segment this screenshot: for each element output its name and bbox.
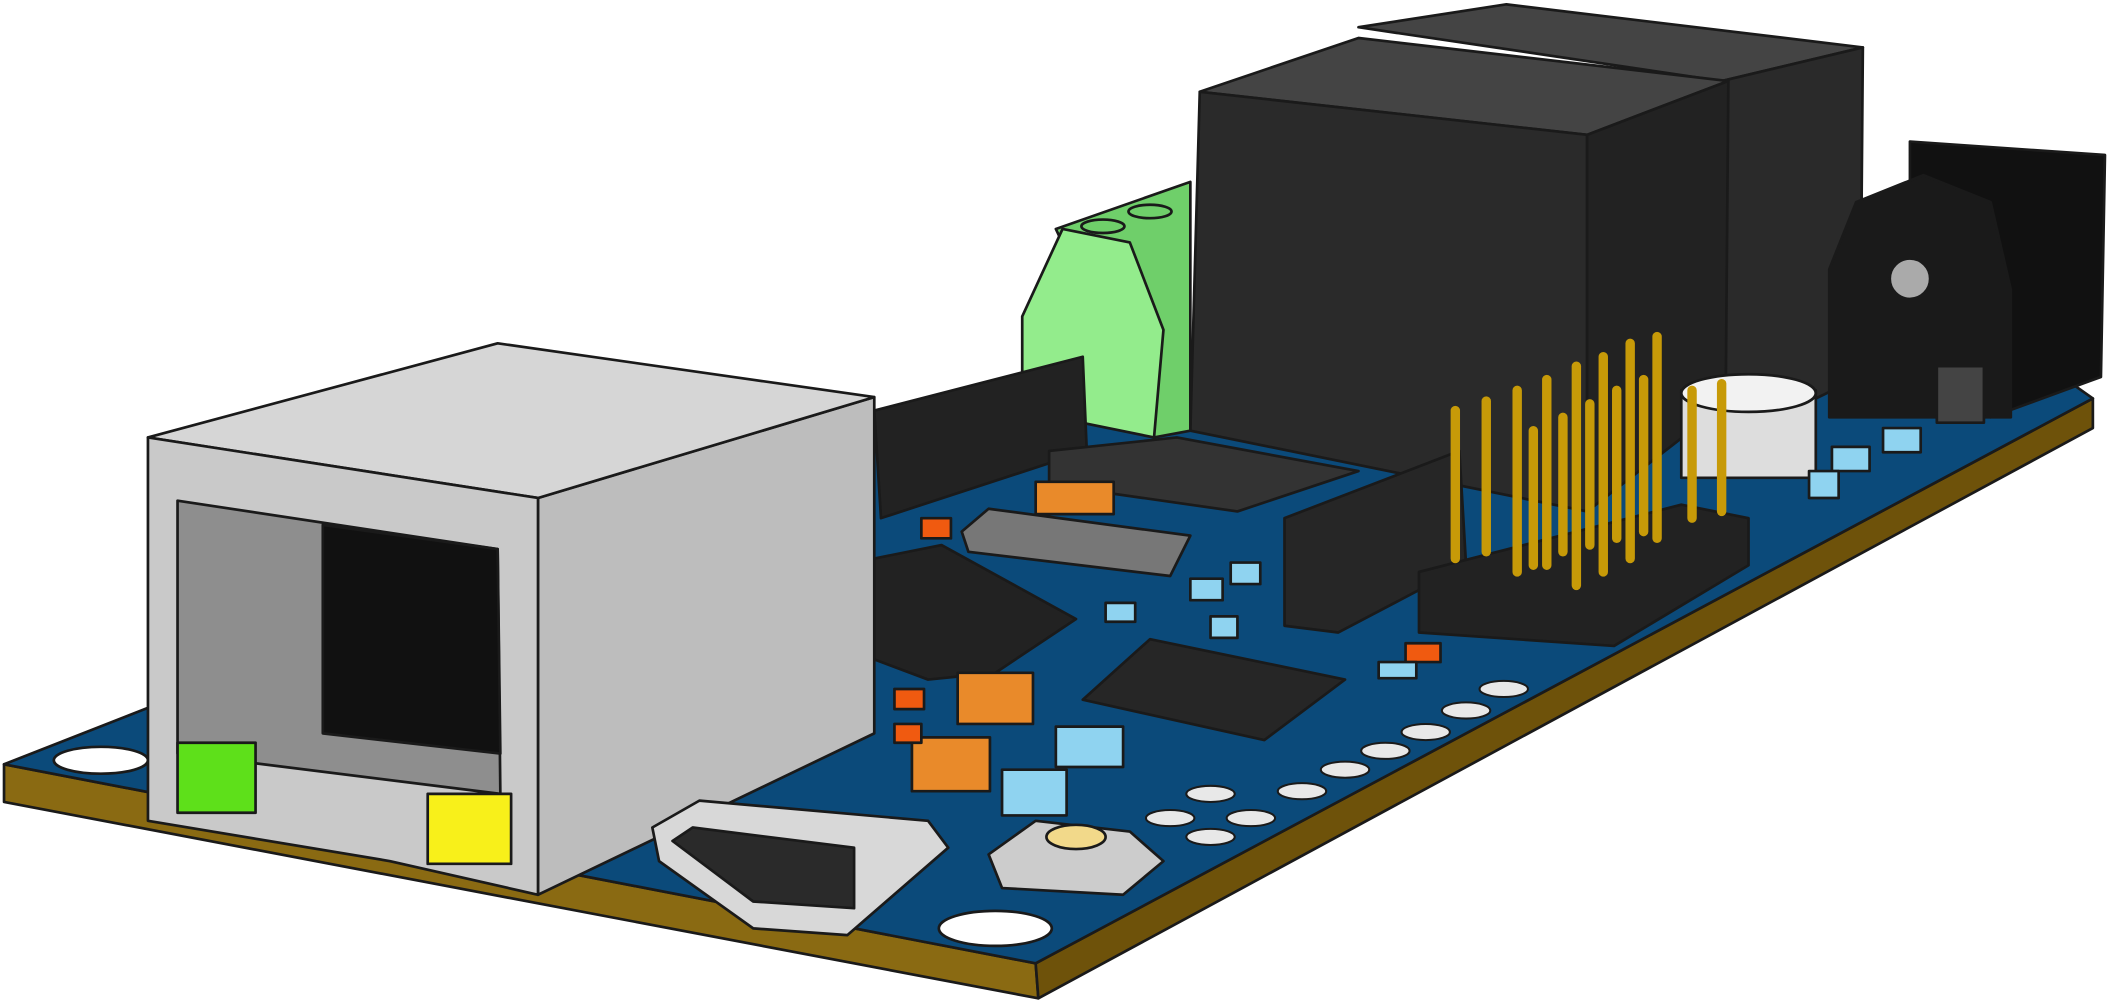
electrolytic-capacitor (1679, 372, 1818, 480)
micro-usb-port (650, 799, 950, 937)
mounting-hole (937, 909, 1054, 948)
usb-port-opening (671, 826, 856, 910)
smd-components (893, 426, 1923, 817)
push-button (987, 819, 1165, 897)
adjust-screw-icon (1888, 257, 1932, 301)
ic-chip-soic (960, 507, 1192, 578)
ic-chip-small (1047, 436, 1360, 513)
ethernet-jack (146, 341, 876, 897)
led-yellow (426, 792, 513, 866)
dc-power-jack (1827, 140, 2107, 425)
relay-2 (1357, 3, 1865, 446)
mounting-hole (52, 745, 150, 776)
pin-header (1417, 331, 1750, 648)
led-green (176, 741, 257, 815)
ic-chip-qfp (1081, 637, 1347, 742)
solder-pads (1144, 679, 1529, 847)
